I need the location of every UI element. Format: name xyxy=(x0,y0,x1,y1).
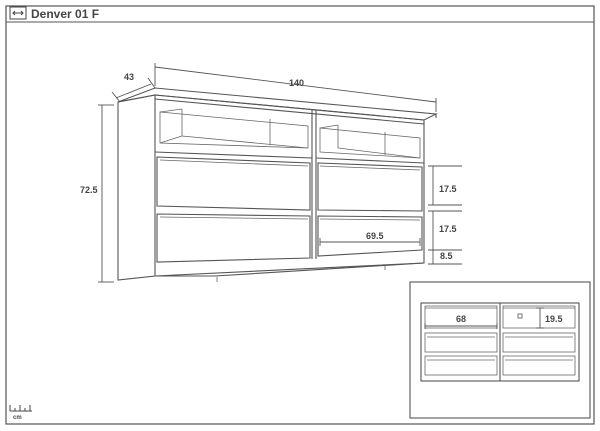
width-label: 140 xyxy=(289,78,304,88)
plinth-height-label: 8.5 xyxy=(440,251,453,261)
drawer-width-dimension xyxy=(319,238,421,246)
detail-shelf-height-label: 19.5 xyxy=(545,314,563,324)
drawer-height-lower-label: 17.5 xyxy=(439,224,457,234)
height-dimension xyxy=(98,104,114,283)
depth-label: 43 xyxy=(124,72,134,82)
width-arrows-icon xyxy=(9,6,27,20)
page-frame xyxy=(5,5,595,425)
drawer-width-label: 69.5 xyxy=(366,231,384,241)
dresser-drawing xyxy=(117,87,438,282)
detail-shelf-width-label: 68 xyxy=(456,314,466,324)
ruler-icon xyxy=(9,405,32,412)
height-label: 72.5 xyxy=(80,185,98,195)
drawer-height-dimensions xyxy=(428,165,462,265)
scale-unit-label: cm xyxy=(13,415,22,421)
page-title: Denver 01 F xyxy=(31,7,99,21)
depth-dimension xyxy=(111,77,156,103)
drawer-height-upper-label: 17.5 xyxy=(439,184,457,194)
width-dimension xyxy=(154,63,437,112)
detail-shelf-dimensions xyxy=(424,307,544,329)
